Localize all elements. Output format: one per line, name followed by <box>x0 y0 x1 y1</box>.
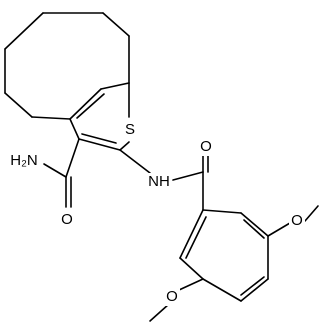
nh-label: NH <box>148 173 170 190</box>
amide-oxygen-label: O <box>61 211 73 228</box>
nh-label-bg <box>146 173 172 191</box>
amine-label-bg <box>8 151 40 171</box>
methoxy-groups <box>149 205 319 322</box>
sulfur-label-bg <box>122 121 138 139</box>
benzamide-oxygen-label-bg <box>198 138 214 156</box>
amine-label: H₂N <box>10 152 38 169</box>
amide-linker <box>119 149 209 211</box>
methoxy-oxygen-a-label: O <box>291 212 303 229</box>
atom-labels: S O H₂N NH O O O <box>8 121 305 306</box>
amide-oxygen-label-bg <box>59 211 75 229</box>
sulfur-label: S <box>125 121 135 138</box>
cyclooctane-ring <box>4 12 130 120</box>
benzamide-oxygen-label: O <box>200 138 212 155</box>
methoxy-oxygen-b-label: O <box>166 288 178 305</box>
methoxy-oxygen-b-label-bg <box>164 288 180 306</box>
carboxamide-group <box>43 138 80 208</box>
dimethoxybenzene-ring <box>179 209 269 302</box>
methoxy-oxygen-a-label-bg <box>289 212 305 230</box>
thiophene-ring <box>69 82 130 151</box>
